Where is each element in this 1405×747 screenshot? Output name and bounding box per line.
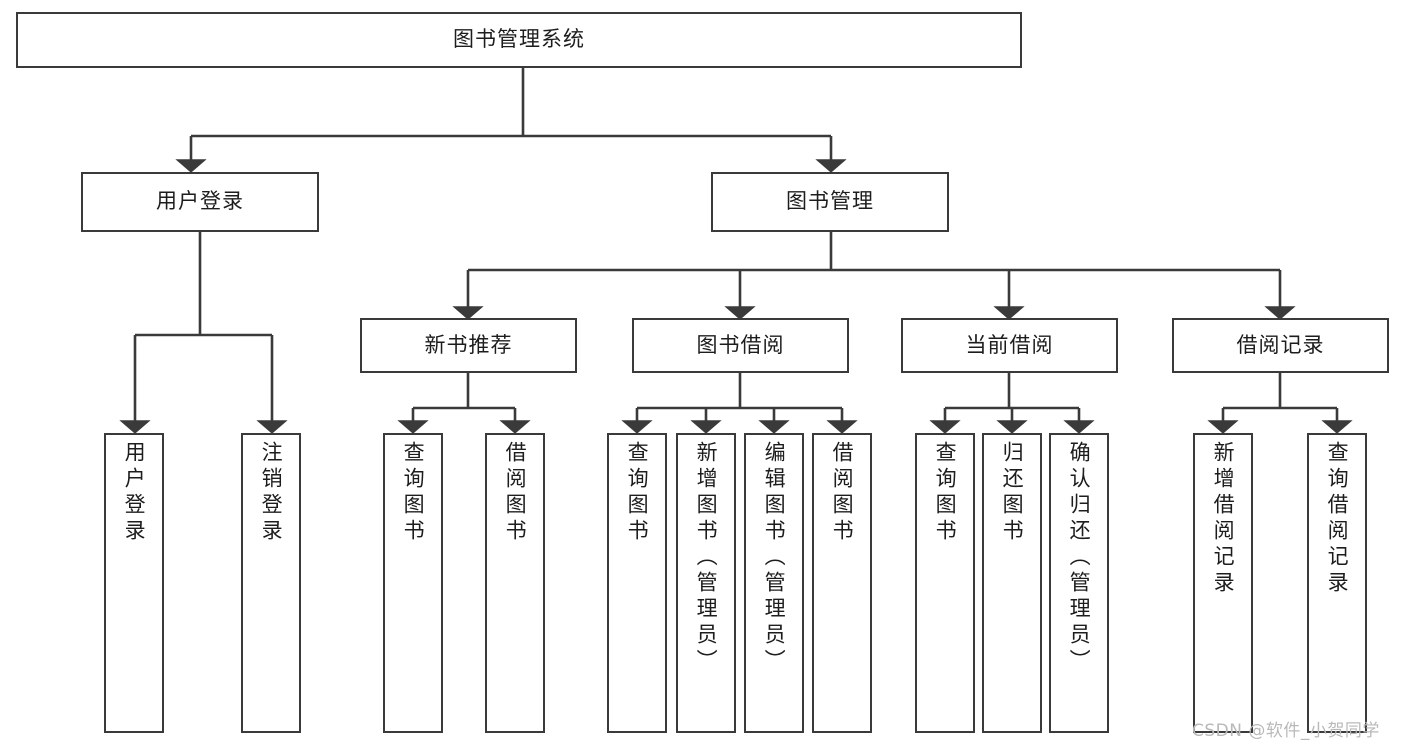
node-current-borrow[interactable]: 当前借阅 [901,318,1118,373]
leaf-add-book-admin[interactable]: 新增图书（管理员） [676,433,736,733]
leaf-label: 编辑图书（管理员） [762,441,787,675]
leaf-user-login[interactable]: 用户登录 [104,433,164,733]
leaf-borrow-book-recommend[interactable]: 借阅图书 [485,433,545,733]
leaf-label: 注销登录 [259,441,284,545]
leaf-confirm-return-admin[interactable]: 确认归还（管理员） [1049,433,1109,733]
node-label: 新书推荐 [424,332,513,357]
leaf-user-logout[interactable]: 注销登录 [241,433,301,733]
node-root-system[interactable]: 图书管理系统 [16,12,1022,68]
node-label: 用户登录 [156,189,244,214]
leaf-edit-book-admin[interactable]: 编辑图书（管理员） [744,433,804,733]
leaf-label: 借阅图书 [830,441,855,545]
leaf-label: 用户登录 [122,441,147,545]
leaf-label: 借阅图书 [503,441,528,545]
leaf-label: 新增借阅记录 [1211,441,1236,597]
leaf-label: 归还图书 [1000,441,1025,545]
leaf-return-book[interactable]: 归还图书 [982,433,1042,733]
leaf-label: 新增图书（管理员） [694,441,719,675]
node-user-login[interactable]: 用户登录 [81,172,319,232]
leaf-borrow-book[interactable]: 借阅图书 [812,433,872,733]
node-book-management[interactable]: 图书管理 [711,172,949,232]
leaf-label: 查询图书 [625,441,650,545]
leaf-add-borrow-record[interactable]: 新增借阅记录 [1193,433,1253,733]
leaf-query-book[interactable]: 查询图书 [607,433,667,733]
node-label: 当前借阅 [965,332,1054,357]
node-book-borrow[interactable]: 图书借阅 [632,318,849,373]
node-label: 图书管理系统 [453,27,585,52]
leaf-query-book-current[interactable]: 查询图书 [915,433,975,733]
node-borrow-record[interactable]: 借阅记录 [1172,318,1389,373]
leaf-label: 查询借阅记录 [1325,441,1350,597]
leaf-label: 确认归还（管理员） [1067,441,1092,675]
leaf-query-book-recommend[interactable]: 查询图书 [383,433,443,733]
node-new-book-recommend[interactable]: 新书推荐 [360,318,577,373]
node-label: 图书管理 [786,189,874,214]
leaf-label: 查询图书 [933,441,958,545]
node-label: 借阅记录 [1236,332,1325,357]
node-label: 图书借阅 [696,332,785,357]
leaf-query-borrow-record[interactable]: 查询借阅记录 [1307,433,1367,733]
watermark-text: CSDN @软件_小贺同学 [1192,721,1380,741]
leaf-label: 查询图书 [401,441,426,545]
